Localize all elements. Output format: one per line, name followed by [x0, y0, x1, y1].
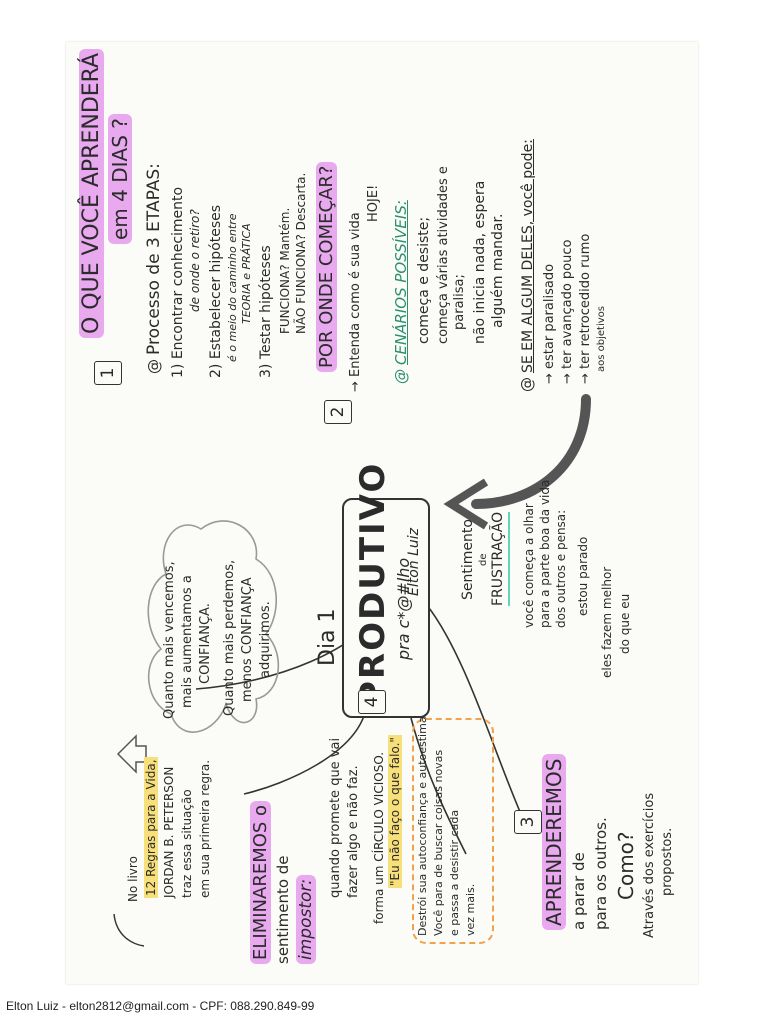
frustration-line-1: você começa a olhar	[522, 503, 536, 628]
step-3-a: 3) Testar hipóteses	[258, 245, 274, 378]
mind-map: Dia 1 PRODUTIVO pra c*@#lho Elton Luiz Q…	[66, 42, 698, 984]
book-arrow-icon	[113, 913, 145, 947]
damage-line-4: vez mais.	[464, 883, 477, 936]
branch-1-title-b: em 4 DIAS ?	[108, 114, 133, 244]
scenario-1: começa e desiste;	[416, 216, 432, 344]
cloud-line-6: adquirimos.	[258, 601, 273, 678]
branch-2-title: POR ONDE COMEÇAR?	[316, 161, 339, 372]
cloud-line-1: Quanto mais vencemos,	[162, 561, 177, 719]
step-1-b: de onde o retiro?	[188, 209, 202, 312]
branch-4-quote-text: "Eu não faço o que falo."	[388, 735, 402, 888]
branch-3-line-5: Através dos exercícios	[642, 792, 657, 938]
branch-2-line-2: HOJE!	[366, 184, 381, 222]
branch-4-number: 4	[358, 690, 386, 714]
consequence-1: → estar paralisado	[542, 263, 557, 384]
branch-3-line-6: propostos.	[660, 827, 675, 896]
damage-line-2: Você para de buscar coisas novas	[432, 749, 445, 936]
damage-line-3: e passa a desistir cada	[448, 809, 461, 936]
cloud-line-4: Quanto mais perdemos,	[222, 559, 237, 716]
cloud-line-3: CONFIANÇA.	[198, 603, 213, 684]
branch-1-process-text: Processo de 3 ETAPAS:	[144, 163, 164, 355]
curved-arrow-icon	[471, 394, 591, 509]
book-line-4: traz essa situação	[180, 789, 194, 898]
branch-3-line-4: Como?	[614, 831, 638, 900]
day-label: Dia 1	[315, 608, 340, 666]
frustration-line-2: para a parte boa da vida	[538, 479, 552, 628]
branch-2-number: 2	[324, 400, 352, 424]
frustration-line-4: estou parado	[576, 536, 590, 616]
step-3-b: FUNCIONA? Mantém.	[278, 207, 292, 334]
damage-line-1: Destrói sua autoconfiança e autoestima.	[416, 712, 429, 936]
signature: Elton Luiz	[406, 527, 422, 596]
frustration-title-1: Sentimento	[460, 519, 476, 600]
if-title-text: SE EM ALGUM DELES, você pode:	[520, 139, 536, 373]
branch-1-title-b-text: em 4 DIAS ?	[108, 114, 132, 244]
branch-4-title-3-text: impostor:	[296, 874, 316, 964]
branch-4-line-3: forma um CÍRCULO VICIOSO.	[372, 751, 386, 924]
if-title: @ SE EM ALGUM DELES, você pode:	[518, 139, 538, 392]
footer-credit: Elton Luiz - elton2812@gmail.com - CPF: …	[6, 999, 315, 1013]
cloud-line-5: menos CONFIANÇA	[240, 577, 255, 702]
branch-1-number: 1	[94, 361, 122, 385]
step-2-c: TEORIA e PRÁTICA	[240, 223, 253, 324]
consequence-3: → ter retrocedido rumo	[578, 233, 593, 384]
branch-1-title: O QUE VOCÊ APRENDERÁ	[78, 48, 106, 338]
cloud-shape	[147, 520, 280, 733]
frustration-line-5: eles fazem melhor	[600, 566, 614, 678]
branch-3-number: 3	[514, 810, 542, 834]
hollow-arrow-icon	[116, 734, 147, 774]
branch-3-line-3: para os outros.	[592, 817, 610, 930]
mind-map-paper: Dia 1 PRODUTIVO pra c*@#lho Elton Luiz Q…	[66, 42, 698, 984]
step-2-b: é o meio do caminho entre	[226, 213, 239, 362]
branch-3-title-text: APRENDEREMOS	[542, 754, 566, 930]
connector-to-branch-3	[425, 603, 525, 822]
arrowhead-icon	[443, 478, 489, 530]
branch-3-title: APRENDEREMOS	[542, 754, 567, 930]
connector-to-frustration	[410, 717, 467, 855]
book-title-text: 12 Regras para a Vida,	[144, 757, 158, 898]
book-line-3: JORDAN B. PETERSON	[162, 766, 176, 898]
spiral-icon: @	[518, 377, 536, 392]
branch-4-title-2: sentimento de	[274, 855, 292, 964]
center-node: PRODUTIVO pra c*@#lho Elton Luiz	[342, 462, 430, 718]
scenario-2-a: começa várias atividades e	[436, 166, 451, 344]
book-line-2: 12 Regras para a Vida,	[144, 757, 159, 898]
spiral-icon: @	[392, 369, 410, 384]
scenario-2-b: paralisa;	[452, 274, 467, 330]
consequence-4: aos objetivos	[596, 306, 607, 372]
cloud-line-2: mais aumentamos a	[180, 575, 195, 708]
branch-4-title-1-text: ELIMINAREMOS o	[250, 800, 271, 964]
spiral-icon: @	[145, 359, 163, 374]
branch-1-title-a: O QUE VOCÊ APRENDERÁ	[79, 48, 104, 338]
branch-4-line-2: fazer algo e não faz.	[346, 765, 361, 898]
branch-4-title-3: impostor:	[296, 874, 317, 964]
step-2-a: 2) Estabelecer hipóteses	[208, 204, 224, 378]
branch-1-process: @ Processo de 3 ETAPAS:	[144, 163, 165, 374]
scenarios-title: @ CENÁRIOS POSSÍVEIS:	[392, 200, 411, 384]
connector-to-branch-4	[243, 708, 367, 795]
frustration-title-2: de	[478, 553, 489, 567]
center-title: PRODUTIVO	[353, 461, 393, 706]
branch-2-line-1: → Entenda como é sua vida	[348, 212, 363, 392]
branch-4-title-1: ELIMINAREMOS o	[250, 800, 273, 964]
scenario-3-a: não inicia nada, espera	[472, 180, 488, 344]
branch-2-title-text: POR ONDE COMEÇAR?	[316, 161, 337, 372]
book-line-1: No livro	[126, 856, 140, 902]
step-3-c: NÃO FUNCIONA? Descarta.	[294, 172, 308, 334]
book-line-5: em sua primeira regra.	[198, 759, 212, 898]
frustration-title-3: FRUSTRAÇÃO	[490, 511, 510, 606]
consequence-2: → ter avançado pouco	[560, 239, 575, 384]
branch-4-line-1: quando promete que vai	[328, 737, 343, 898]
branch-4-quote: "Eu não faço o que falo."	[388, 735, 403, 888]
frustration-line-3: dos outros e pensa:	[554, 509, 568, 628]
scenario-3-b: alguém mandar.	[490, 213, 506, 328]
frustration-line-6: do que eu	[618, 593, 632, 654]
scenarios-title-text: CENÁRIOS POSSÍVEIS:	[392, 200, 410, 365]
branch-3-line-2: a parar de	[570, 852, 588, 930]
connector-lines	[113, 394, 591, 947]
step-1-a: 1) Encontrar conhecimento	[170, 186, 186, 378]
